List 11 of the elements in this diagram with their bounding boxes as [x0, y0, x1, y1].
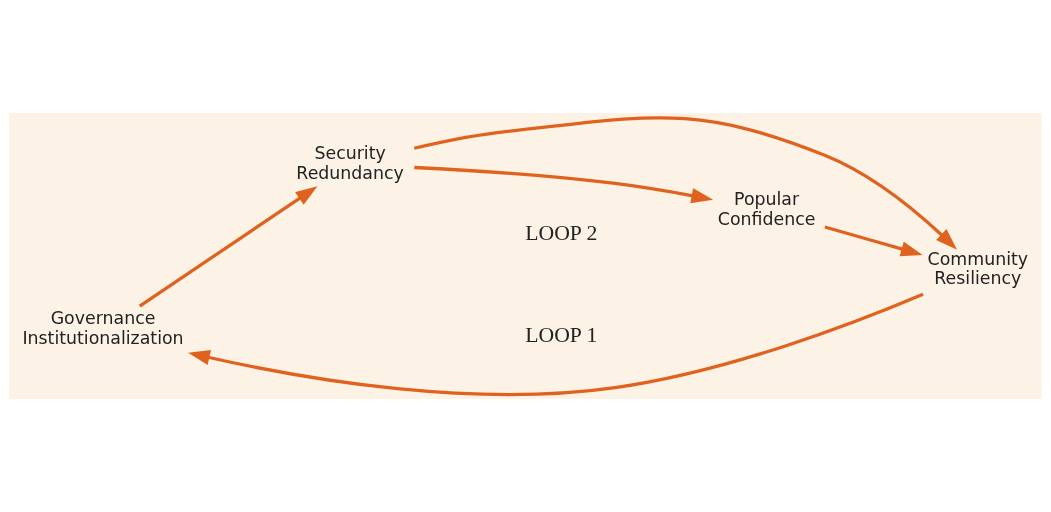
arrow — [414, 165, 714, 204]
arrow — [188, 292, 924, 397]
node-text: Community Resiliency — [927, 248, 1029, 289]
arrow — [138, 186, 318, 308]
node-text: Governance Institutionalization — [22, 308, 184, 348]
node-text: Security Redundancy — [296, 143, 404, 183]
label: LOOP 1 — [525, 323, 598, 348]
arrow — [824, 225, 923, 257]
node-text: Popular Confidence — [717, 188, 816, 229]
arrow — [413, 116, 958, 250]
label: LOOP 2 — [525, 220, 598, 245]
